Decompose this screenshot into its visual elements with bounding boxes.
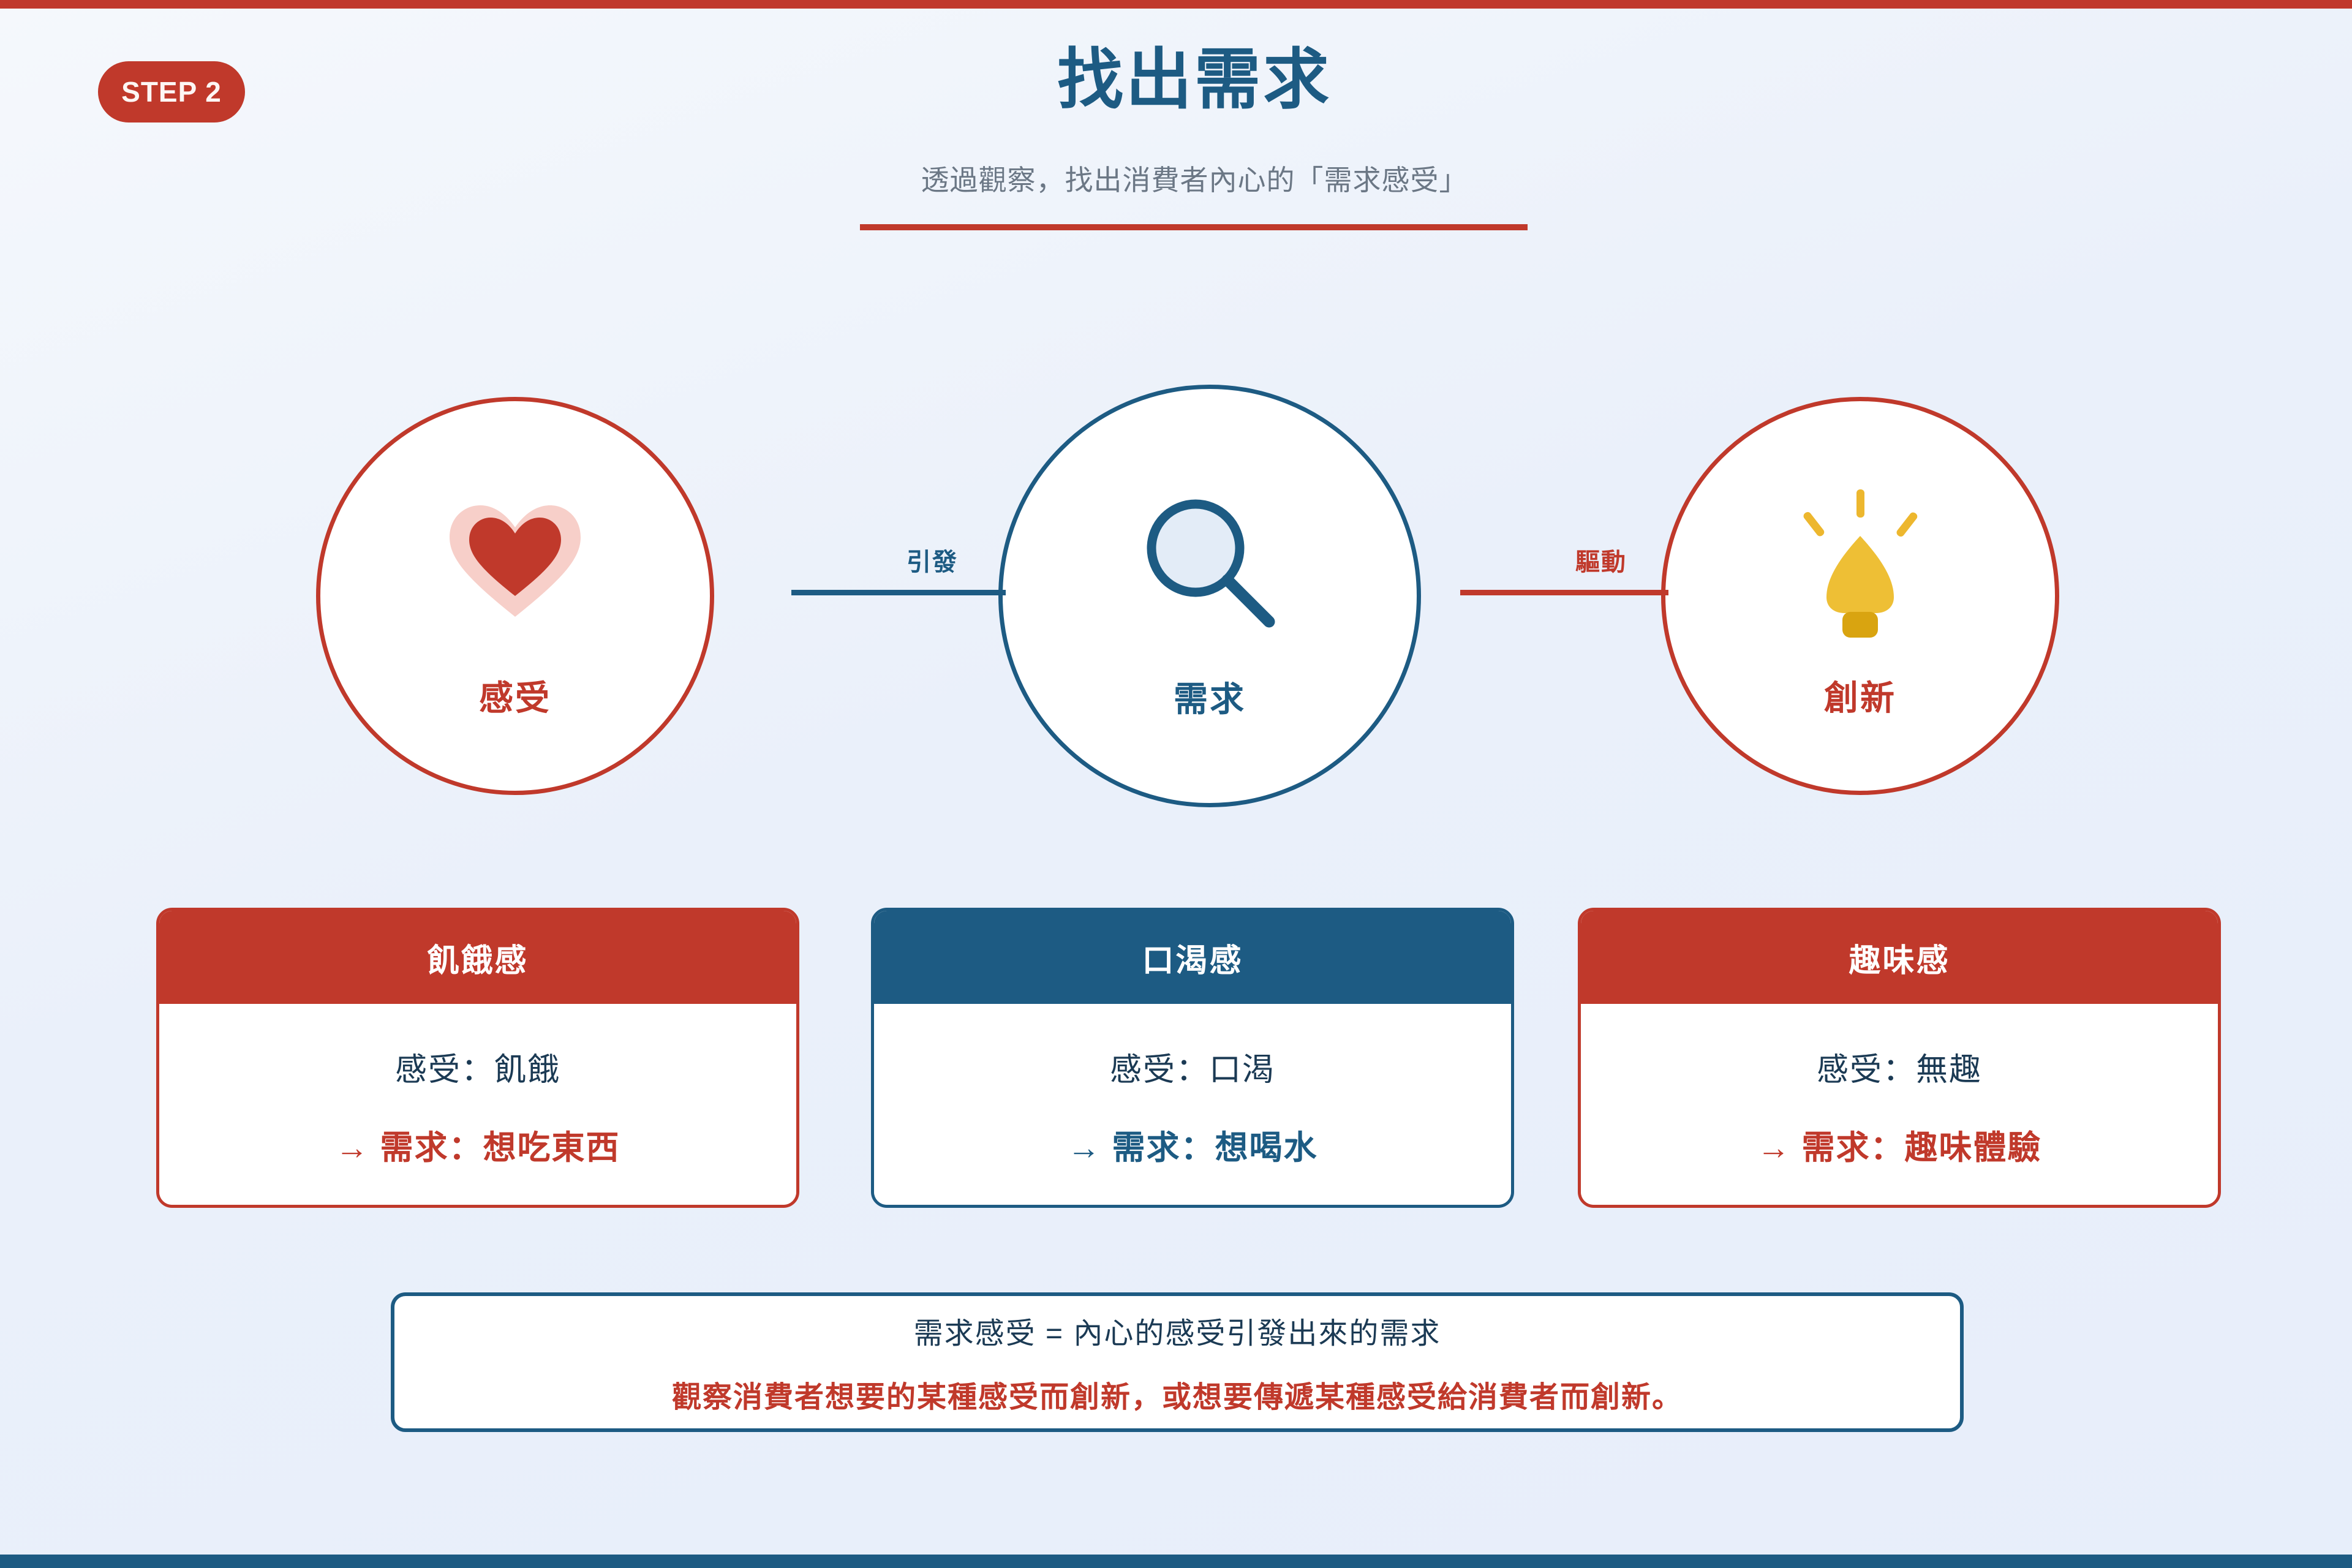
page-title: 找出需求 <box>1057 42 1332 116</box>
connector-line-left <box>791 590 1006 595</box>
page-subtitle: 透過觀察，找出消費者內心的「需求感受」 <box>921 164 1468 196</box>
flow-node-label: 感受 <box>479 679 551 717</box>
flow-node-feeling: 感受 <box>316 397 714 795</box>
flow-node-need: 需求 <box>998 385 1421 807</box>
card-title: 飢餓感 <box>159 911 796 1004</box>
example-card: 飢餓感 感受：飢餓 → 需求：想吃東西 <box>156 908 799 1208</box>
bottom-accent-bar <box>0 1555 2352 1568</box>
card-feeling-text: 感受：無趣 <box>1816 1052 1982 1088</box>
example-card: 口渴感 感受：口渴 → 需求：想喝水 <box>871 908 1514 1208</box>
card-need-text: → 需求：想吃東西 <box>335 1129 620 1166</box>
summary-line-2: 觀察消費者想要的某種感受而創新，或想要傳遞某種感受給消費者而創新。 <box>671 1381 1683 1414</box>
flow-node-label: 需求 <box>1174 680 1246 718</box>
example-card: 趣味感 感受：無趣 → 需求：趣味體驗 <box>1578 908 2221 1208</box>
title-underline <box>860 224 1528 230</box>
connector-label-left: 引發 <box>907 549 958 576</box>
card-body: 感受：無趣 → 需求：趣味體驗 <box>1581 1004 2218 1205</box>
top-accent-bar <box>0 0 2352 9</box>
step-badge: STEP 2 <box>98 61 245 123</box>
card-feeling-text: 感受：飢餓 <box>394 1052 560 1088</box>
card-feeling-text: 感受：口渴 <box>1109 1052 1275 1088</box>
heart-icon <box>320 499 710 622</box>
magnifier-icon <box>1003 492 1417 633</box>
card-body: 感受：口渴 → 需求：想喝水 <box>874 1004 1511 1205</box>
summary-line-1: 需求感受 = 內心的感受引發出來的需求 <box>913 1317 1441 1350</box>
lightbulb-icon <box>1665 487 2055 640</box>
connector-line-right <box>1460 590 1668 595</box>
summary-box: 需求感受 = 內心的感受引發出來的需求 觀察消費者想要的某種感受而創新，或想要傳… <box>391 1292 1964 1432</box>
card-body: 感受：飢餓 → 需求：想吃東西 <box>159 1004 796 1205</box>
connector-label-right: 驅動 <box>1575 549 1627 576</box>
card-title: 趣味感 <box>1581 911 2218 1004</box>
card-need-text: → 需求：想喝水 <box>1067 1129 1318 1166</box>
flow-node-innovation: 創新 <box>1661 397 2059 795</box>
card-need-text: → 需求：趣味體驗 <box>1757 1129 2042 1166</box>
flow-node-label: 創新 <box>1824 679 1896 717</box>
card-title: 口渴感 <box>874 911 1511 1004</box>
